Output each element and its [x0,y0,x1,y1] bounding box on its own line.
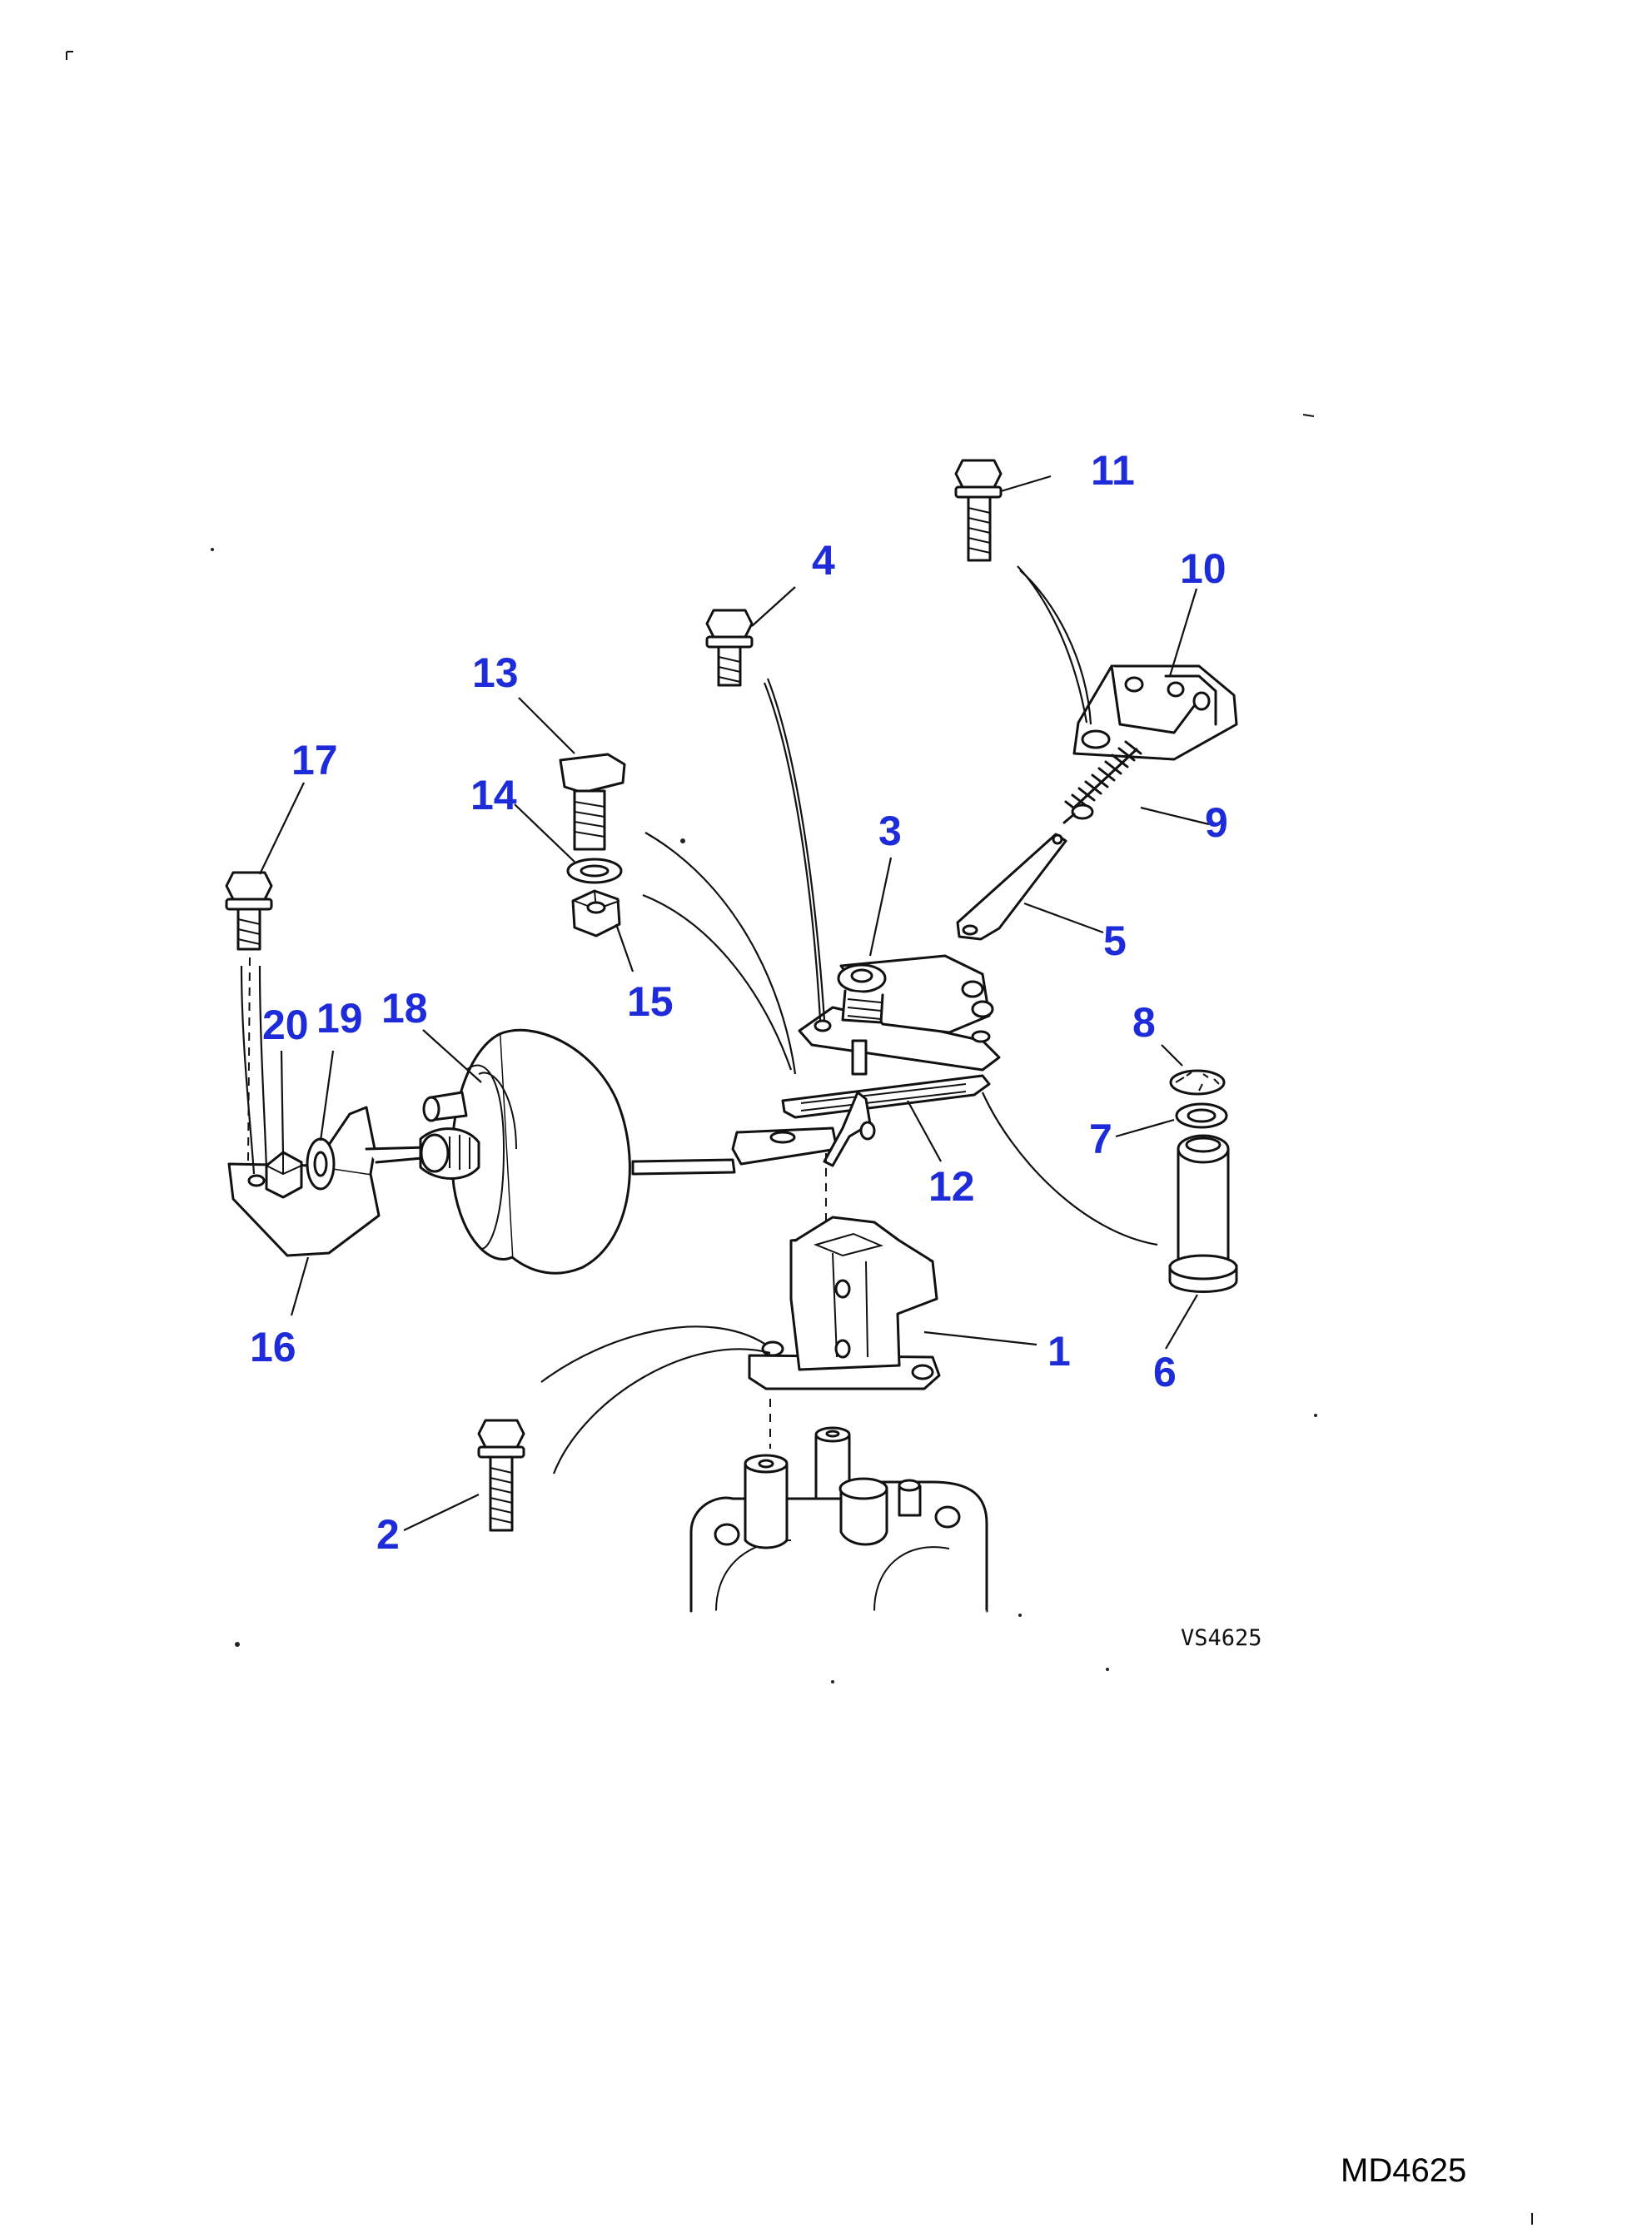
throttle-quadrant-part-3 [798,954,1001,1076]
callout-15: 15 [627,978,674,1025]
fixing-curves [240,565,1158,1475]
throttle-body-housing [689,1426,988,1613]
callout-18: 18 [381,985,428,1032]
bolt-part-17 [225,871,273,951]
return-spring-part-9 [1062,740,1142,824]
callout-3: 3 [878,808,902,854]
callout-16: 16 [250,1324,296,1370]
nut-part-15 [571,889,621,937]
callout-8: 8 [1132,999,1156,1046]
plain-washer-part-7 [1175,1102,1228,1129]
mounting-bracket-part-10 [1072,664,1238,761]
document-code: MD4625 [1341,2152,1466,2189]
callout-9: 9 [1205,799,1228,846]
washer-part-19 [306,1137,336,1191]
link-rod-part-5 [956,833,1067,941]
scan-marks [66,51,1533,2225]
screw-part-13 [559,753,626,851]
callout-17: 17 [291,737,338,783]
callout-1: 1 [1047,1328,1071,1375]
callout-5: 5 [1103,918,1127,964]
callout-12: 12 [928,1163,975,1210]
callout-leaders [259,475,1210,1531]
callout-2: 2 [376,1511,400,1558]
callout-20: 20 [262,1002,309,1048]
figure-reference: VS4625 [1181,1625,1262,1651]
callout-11: 11 [1091,447,1135,494]
callout-7: 7 [1089,1116,1112,1162]
callout-10: 10 [1180,545,1227,592]
pedestal-bracket-part-1 [748,1216,941,1390]
callout-4: 4 [812,537,835,584]
callout-19: 19 [316,995,363,1042]
spring-clip-part-8 [1169,1069,1226,1096]
bolt-part-2 [477,1419,525,1532]
bolt-part-4 [705,609,754,687]
callout-14: 14 [470,772,517,818]
bolt-part-11 [954,459,1003,562]
callout-13: 13 [472,649,519,696]
spring-washer-part-14 [566,858,623,884]
vacuum-capsule-part-18 [419,1028,838,1275]
callout-labels: 1 2 3 4 5 6 7 8 9 10 11 12 13 14 15 16 1… [250,447,1228,1558]
pivot-pin-part-6 [1168,1134,1238,1293]
throttle-lever-part-12 [781,1074,991,1167]
nut-part-20 [265,1151,303,1199]
assembly-centre-lines [247,957,827,1449]
callout-6: 6 [1153,1349,1177,1395]
